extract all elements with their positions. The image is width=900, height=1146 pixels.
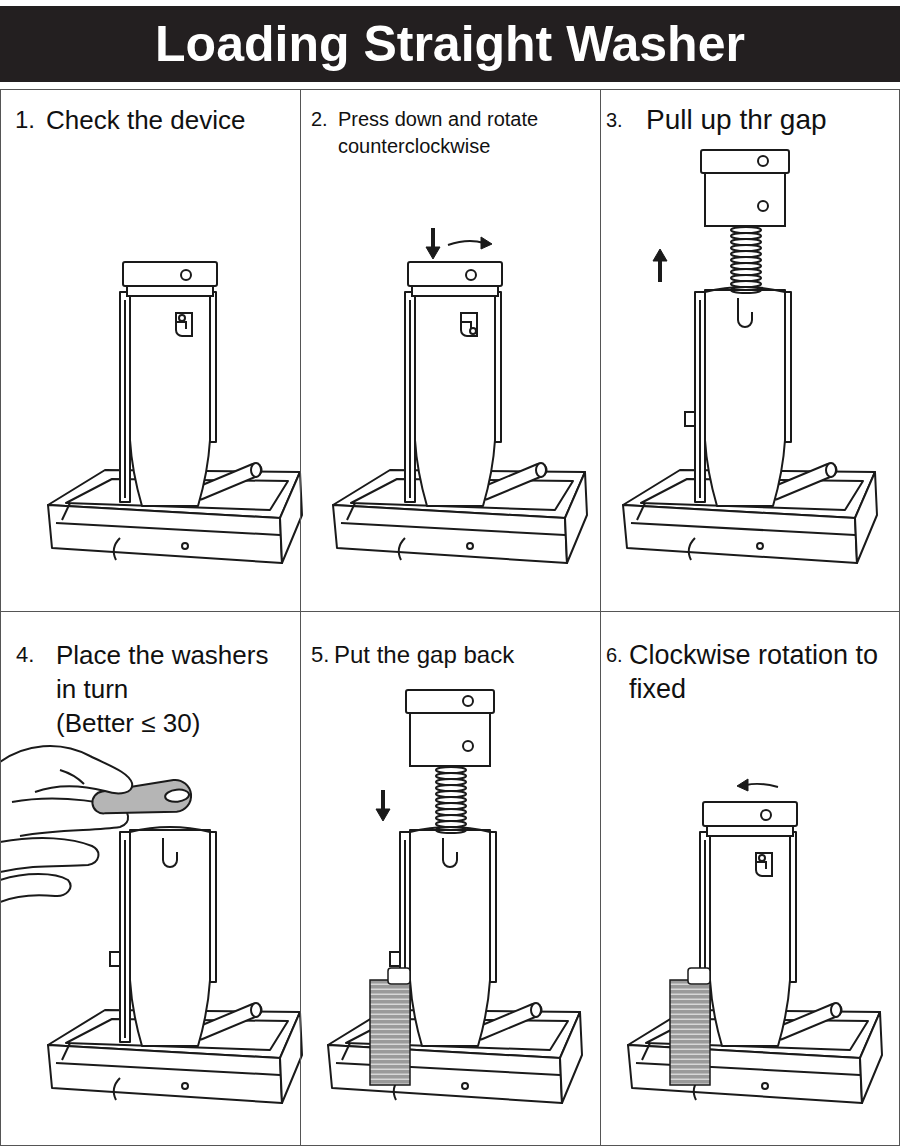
title-banner: Loading Straight Washer: [0, 6, 900, 82]
step-instruction: (Better ≤ 30): [56, 706, 291, 740]
lower-arrow: [376, 790, 390, 821]
lift-arrow: [653, 249, 667, 282]
step-heading: 5.Put the gap back: [311, 638, 600, 672]
step-heading: 4.Place the washers in turn(Better ≤ 30): [16, 638, 300, 740]
device-figure: [333, 262, 587, 563]
press-arrows: [426, 228, 492, 259]
step-number: 1.: [15, 102, 46, 138]
step-number: 3.: [606, 102, 646, 138]
step-panel: 1.Check the device: [0, 89, 301, 612]
device-figure: [623, 150, 877, 563]
step-number: 4.: [16, 638, 56, 672]
hand-with-washer: [0, 746, 193, 910]
step-panel: 4.Place the washers in turn(Better ≤ 30): [0, 611, 301, 1146]
step-instruction: Clockwise rotation to fixed: [629, 638, 879, 706]
device-figure: [48, 827, 302, 1103]
step-instruction: Pull up thr gap: [646, 102, 891, 138]
device-figure: [628, 802, 882, 1103]
step-instruction: Press down and rotate counterclockwise: [338, 106, 588, 160]
step-heading: 3.Pull up thr gap: [606, 102, 899, 138]
step-panel: 3.Pull up thr gap: [600, 89, 900, 612]
step-number: 6.: [606, 638, 629, 672]
step-panel: 6.Clockwise rotation to fixed: [600, 611, 900, 1146]
step-panel: 5.Put the gap back: [300, 611, 601, 1146]
device-figure: [48, 262, 302, 563]
step-instruction: Check the device: [46, 102, 296, 138]
step-panel: 2.Press down and rotate counterclockwise: [300, 89, 601, 612]
rotate-arrow: [737, 779, 778, 791]
step-instruction: Place the washers in turn: [56, 638, 291, 706]
step-heading: 2.Press down and rotate counterclockwise: [311, 106, 600, 160]
step-number: 5.: [311, 638, 334, 672]
device-figure: [328, 690, 582, 1103]
step-instruction: Put the gap back: [334, 638, 596, 672]
step-heading: 1.Check the device: [15, 102, 300, 138]
step-number: 2.: [311, 106, 338, 133]
step-heading: 6.Clockwise rotation to fixed: [606, 638, 899, 706]
